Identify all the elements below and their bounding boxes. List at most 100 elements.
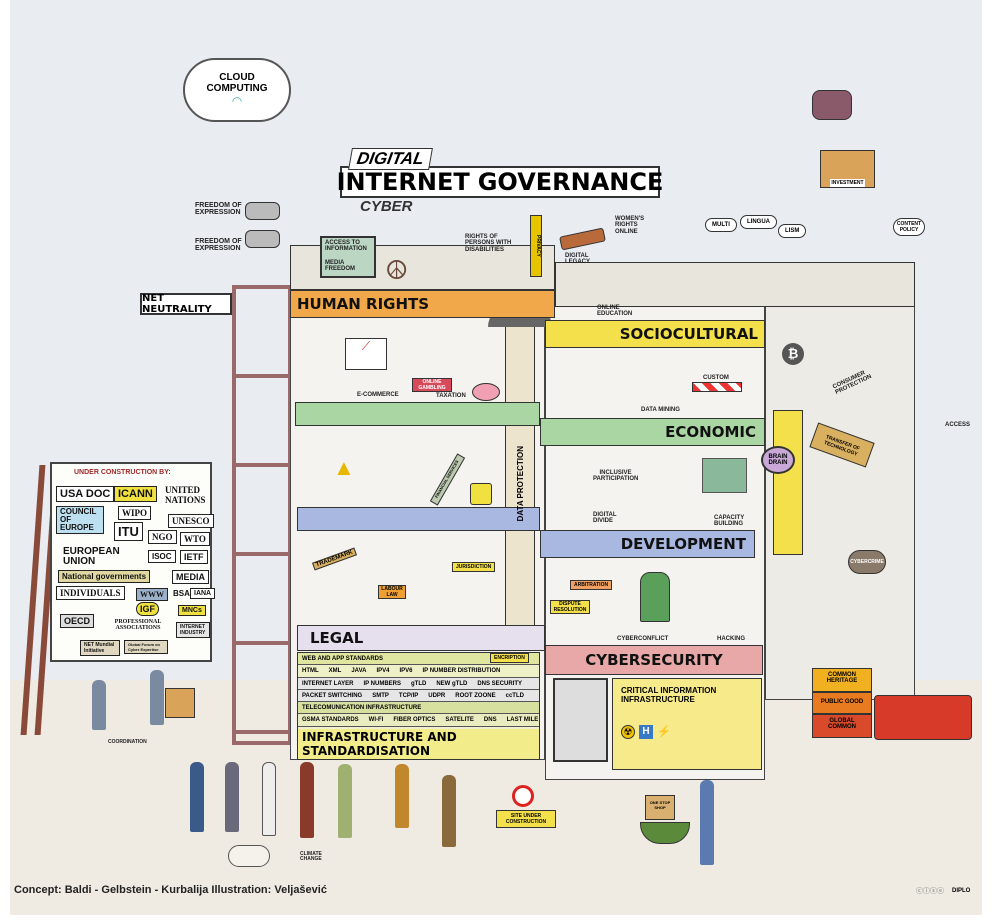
infra-cell: NEW gTLD xyxy=(436,680,468,687)
tag-ngo: NGO xyxy=(148,530,177,544)
camera-icon xyxy=(245,202,280,220)
chalkboard xyxy=(702,458,747,493)
band-legal: LEGAL xyxy=(297,625,545,651)
roof-right xyxy=(555,262,915,307)
credits: Concept: Baldi - Gelbstein - Kurbalija I… xyxy=(14,884,327,896)
infra-row: TELECOMUNICATION INFRASTRUCTURE xyxy=(298,702,539,714)
investment-crate: INVESTMENT xyxy=(820,150,875,188)
infra-cell: TCP/IP xyxy=(398,692,419,699)
label-sociocultural: SOCIOCULTURAL xyxy=(619,325,758,343)
infra-cell: IPV4 xyxy=(376,668,390,674)
tag-usa-doc: USA DOC xyxy=(56,486,115,502)
tag-professional-associations: PROFESSIONAL ASSOCIATIONS xyxy=(114,619,162,631)
encription-tag: ENCRIPTION xyxy=(490,653,529,663)
person-figure xyxy=(395,764,409,828)
band-development-left xyxy=(297,507,540,531)
label-access-to-information: ACCESS TO INFORMATION xyxy=(325,240,367,253)
label-digital-divide: DIGITAL DIVIDE xyxy=(593,512,617,525)
tag-individuals: INDIVIDUALS xyxy=(56,586,125,600)
label-media-freedom: MEDIA FREEDOM xyxy=(325,260,355,273)
sign-common-heritage: COMMON HERITAGE xyxy=(812,668,872,692)
worker-figure xyxy=(92,680,106,730)
tag-gfce: Global Forum on Cyber Expertise xyxy=(124,640,168,654)
title-governance: GOVERNANCE xyxy=(477,168,664,196)
speech-bubble-multi: MULTI xyxy=(705,218,737,232)
label-cybersecurity: CYBERSECURITY xyxy=(585,651,723,669)
tag-bsa: BSA xyxy=(173,589,190,598)
label-hacking: HACKING xyxy=(717,636,745,642)
tag-wipo: WIPO xyxy=(118,506,152,520)
label-taxation: TAXATION xyxy=(436,393,466,399)
tag-oecd: OECD xyxy=(60,614,95,628)
tag-unesco: UNESCO xyxy=(168,514,214,528)
label-womens-rights-online: WOMEN'S RIGHTS ONLINE xyxy=(615,216,645,235)
title-digital: DIGITAL xyxy=(348,148,433,170)
speech-bubble-lingua: LINGUA xyxy=(740,215,777,229)
commons-signs: COMMON HERITAGE PUBLIC GOOD GLOBAL COMMO… xyxy=(812,668,872,738)
tag-national-governments: National governments xyxy=(58,570,151,583)
band-development: DEVELOPMENT xyxy=(540,530,755,558)
person-figure xyxy=(442,775,456,847)
tag-united-nations: UNITED NATIONS xyxy=(165,485,206,505)
infra-cell: PACKET SWITCHING xyxy=(302,692,363,699)
band-infrastructure: INFRASTRUCTURE AND STANDARDISATION xyxy=(298,729,539,759)
tag-isoc: ISOC xyxy=(148,550,176,563)
scaffolding xyxy=(232,285,292,745)
infra-cell: WEB AND APP STANDARDS xyxy=(302,655,384,662)
label-online-education: ONLINE EDUCATION xyxy=(597,305,633,318)
tag-council-of-europe: COUNCIL OF EUROPE xyxy=(56,506,104,534)
infra-cell: JAVA xyxy=(351,668,367,674)
infra-cell: XML xyxy=(328,668,342,674)
band-human-rights: HUMAN RIGHTS xyxy=(290,290,555,318)
infra-cell: INTERNET LAYER xyxy=(302,680,354,687)
door[interactable] xyxy=(553,678,608,762)
label-data-protection: DATA PROTECTION xyxy=(515,446,525,522)
label-infrastructure: INFRASTRUCTURE AND STANDARDISATION xyxy=(302,730,457,758)
radiation-icon: ☢ xyxy=(621,725,635,739)
freedom-label-1: FREEDOM OF EXPRESSION xyxy=(195,202,242,217)
tag-european-union: EUROPEAN UNION xyxy=(63,546,120,567)
hospital-icon: H xyxy=(639,725,653,739)
infra-cell: TELECOMUNICATION INFRASTRUCTURE xyxy=(302,704,422,711)
tag-icann: ICANN xyxy=(114,486,157,502)
diplo-logo: DIPLO xyxy=(952,888,971,894)
site-under-construction-sign: SITE UNDER CONSTRUCTION xyxy=(496,810,556,828)
no-digging-sign-icon xyxy=(512,785,534,807)
barrel-icon xyxy=(470,483,492,505)
speech-bubble-lism: LISM xyxy=(778,224,807,238)
infra-cell: GSMA STANDARDS xyxy=(302,717,359,723)
tag-www: WWW xyxy=(136,588,168,601)
label-human-rights: HUMAN RIGHTS xyxy=(297,295,430,313)
tag-igf: IGF xyxy=(136,602,159,616)
person-figure xyxy=(190,762,204,832)
license-icons: ⓒⓘⓢⓔ xyxy=(916,888,944,895)
label-capacity-building: CAPACITY BUILDING xyxy=(714,515,745,528)
band-sociocultural: SOCIOCULTURAL xyxy=(545,320,765,348)
label-economic: ECONOMIC xyxy=(665,423,756,441)
jurisdiction-tag: JURISDICTION xyxy=(452,562,496,572)
infra-cell: IP NUMBERS xyxy=(363,680,402,687)
infra-cell: DNS SECURITY xyxy=(477,680,523,687)
piggy-bank-icon xyxy=(472,383,500,401)
infra-cell: WI-FI xyxy=(368,717,384,723)
infra-cell: FIBER OPTICS xyxy=(393,717,436,723)
label-climate-change: CLIMATE CHANGE xyxy=(300,851,322,863)
arbitration-tag: ARBITRATION xyxy=(570,580,613,590)
wifi-icon: ◠ xyxy=(231,94,243,108)
label-inclusive-participation: INCLUSIVE PARTICIPATION xyxy=(593,470,639,483)
label-data-mining: DATA MINING xyxy=(641,407,680,413)
infra-cell: SMTP xyxy=(372,692,389,699)
label-custom: CUSTOM xyxy=(703,375,729,381)
data-protection-pillar: DATA PROTECTION xyxy=(505,318,535,650)
label-critical-infrastructure: CRITICAL INFORMATION INFRASTRUCTURE xyxy=(621,686,717,704)
label-development: DEVELOPMENT xyxy=(620,535,746,553)
peace-icon: ☮ xyxy=(385,255,409,285)
person-figure xyxy=(338,764,352,838)
board-heading: UNDER CONSTRUCTION BY: xyxy=(74,469,171,476)
tag-iana: IANA xyxy=(190,588,216,599)
band-cybersecurity: CYBERSECURITY xyxy=(545,645,763,675)
online-gambling-sign: ONLINE GAMBLING xyxy=(412,378,452,392)
label-e-commerce: E-COMMERCE xyxy=(357,392,399,398)
warning-sign-icon: ▲ xyxy=(333,455,355,480)
